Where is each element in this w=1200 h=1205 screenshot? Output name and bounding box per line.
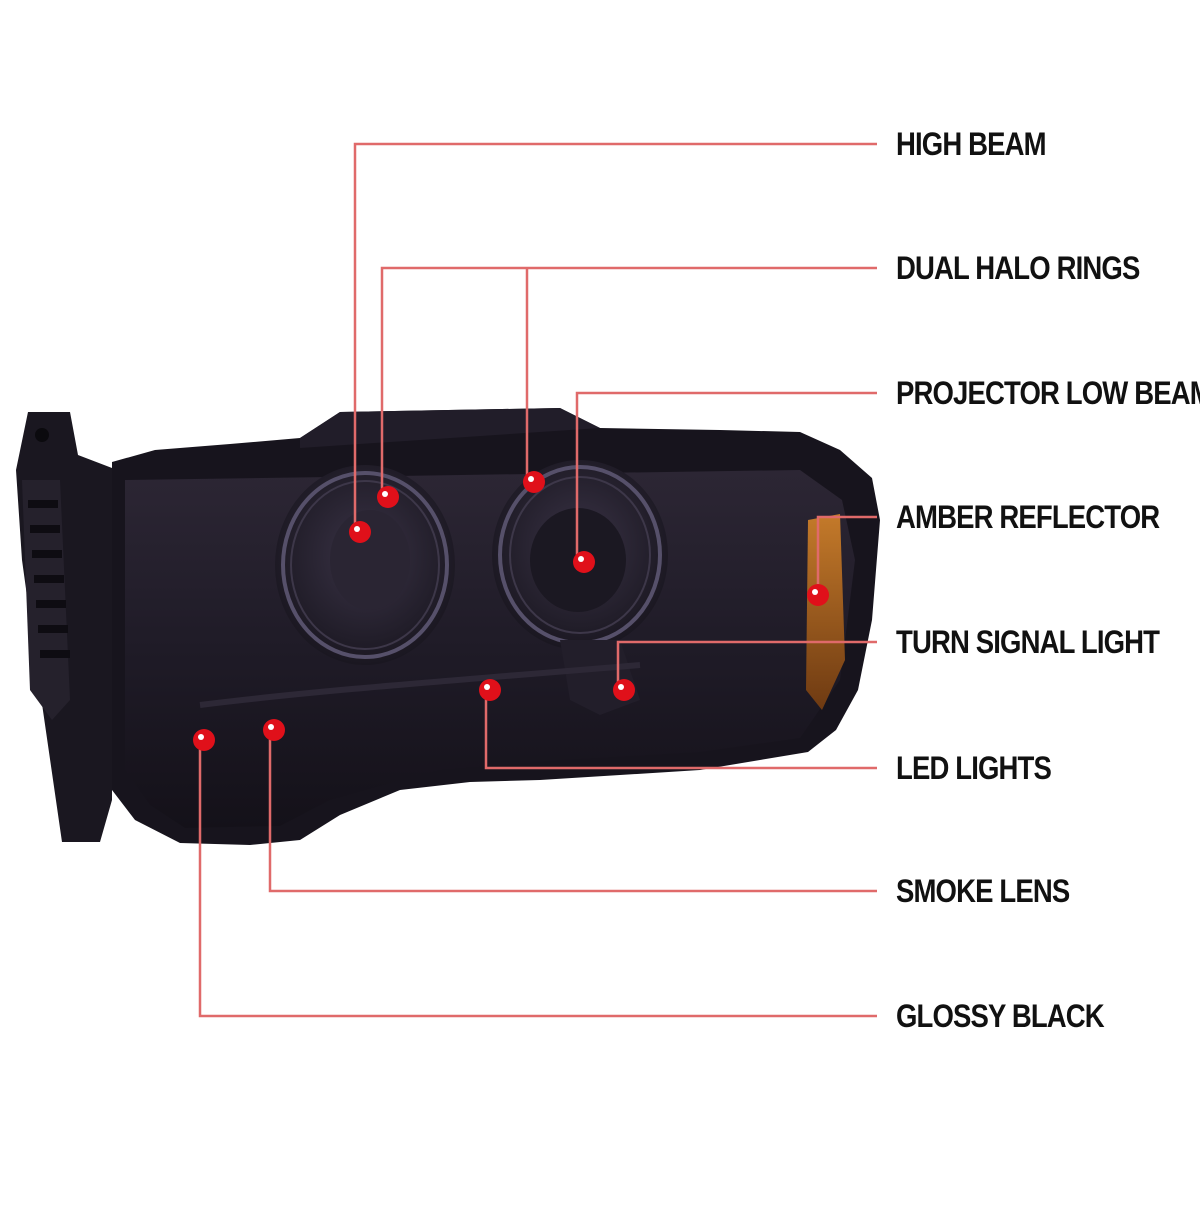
halo-ring-left	[281, 471, 449, 659]
callout-line-led-lights	[484, 690, 877, 770]
high-beam-projector	[275, 465, 455, 665]
led-strip	[199, 662, 641, 708]
amber-reflector-part	[806, 514, 845, 710]
label-high-beam: HIGH BEAM	[896, 126, 1047, 162]
callout-dot-amber-reflector	[807, 584, 829, 606]
callout-line-dual-halo-rings	[380, 266, 877, 497]
label-smoke-lens: SMOKE LENS	[896, 873, 1070, 909]
callout-dot-smoke-lens	[263, 719, 285, 741]
label-dual-halo-rings: DUAL HALO RINGS	[896, 250, 1140, 286]
callout-dots	[193, 471, 829, 751]
callout-dot-high-beam	[349, 521, 371, 543]
callout-line-projector-low-beam	[575, 391, 877, 560]
label-turn-signal-light: TURN SIGNAL LIGHT	[896, 624, 1160, 660]
label-glossy-black: GLOSSY BLACK	[896, 998, 1105, 1034]
callout-dot-glossy-black	[193, 729, 215, 751]
callout-lines	[198, 142, 877, 1018]
callout-dot-halo-left	[377, 486, 399, 508]
callout-line-high-beam	[353, 142, 877, 530]
callout-dot-halo-right	[523, 471, 545, 493]
label-projector-low-beam: PROJECTOR LOW BEAM	[896, 375, 1200, 411]
callout-dot-turn-signal-light	[613, 679, 635, 701]
label-led-lights: LED LIGHTS	[896, 750, 1052, 786]
callout-line-smoke-lens	[268, 730, 877, 893]
callout-dot-led-lights	[479, 679, 501, 701]
headlight-housing	[112, 408, 880, 845]
label-amber-reflector: AMBER REFLECTOR	[896, 499, 1160, 535]
callout-line-glossy-black	[198, 740, 877, 1018]
callout-line-turn-signal-light	[616, 640, 877, 690]
callout-dot-projector-low-beam	[573, 551, 595, 573]
callout-line-amber-reflector	[816, 515, 877, 592]
mounting-bracket	[16, 412, 112, 842]
